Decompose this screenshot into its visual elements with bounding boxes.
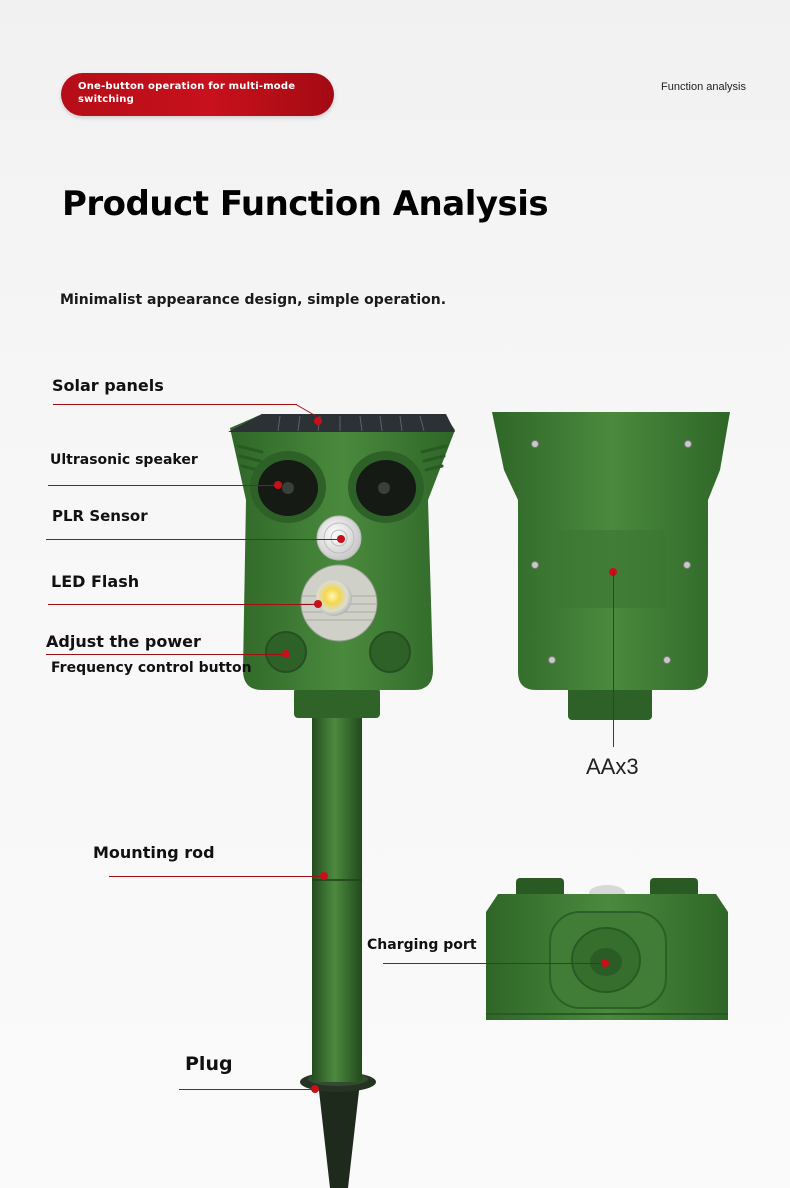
label-adjust-power: Adjust the power xyxy=(46,632,201,651)
back-device xyxy=(492,412,730,720)
marker-solar-panels xyxy=(314,417,322,425)
mounting-rod xyxy=(312,714,362,1082)
leader-plr-sensor xyxy=(46,539,341,540)
marker-led-flash xyxy=(314,600,322,608)
label-ultrasonic-speaker: Ultrasonic speaker xyxy=(50,452,198,468)
leader-led-flash xyxy=(48,604,318,605)
marker-plug xyxy=(311,1085,319,1093)
label-battery: AAx3 xyxy=(586,754,639,779)
label-plr-sensor: PLR Sensor xyxy=(52,507,148,525)
marker-plr-sensor xyxy=(337,535,345,543)
front-device xyxy=(228,414,455,1188)
marker-charging-port xyxy=(601,959,609,967)
marker-ultrasonic-speaker xyxy=(274,481,282,489)
leader-solar-panels xyxy=(53,404,297,405)
bottom-device xyxy=(486,878,728,1020)
leader-mounting-rod xyxy=(109,876,324,877)
marker-mounting-rod xyxy=(320,872,328,880)
label-led-flash: LED Flash xyxy=(51,572,140,591)
label-mounting-rod: Mounting rod xyxy=(93,843,215,862)
leader-plug xyxy=(179,1089,315,1090)
label-solar-panels: Solar panels xyxy=(52,376,164,395)
label-plug: Plug xyxy=(185,1053,233,1075)
section-label: Function analysis xyxy=(661,81,746,93)
leader-frequency-button xyxy=(46,654,286,655)
mode-badge-text: One-button operation for multi-mode swit… xyxy=(78,81,296,105)
leader-battery xyxy=(613,572,614,747)
leader-charging-port xyxy=(383,963,605,964)
label-frequency-button: Frequency control button xyxy=(51,660,252,676)
page-title: Product Function Analysis xyxy=(62,184,549,224)
spike-plug xyxy=(318,1082,360,1188)
leader-ultrasonic-speaker xyxy=(48,485,278,486)
mode-badge: One-button operation for multi-mode swit… xyxy=(61,73,334,116)
label-charging-port: Charging port xyxy=(367,937,477,953)
page-subtitle: Minimalist appearance design, simple ope… xyxy=(60,292,447,308)
marker-frequency-button xyxy=(282,650,290,658)
